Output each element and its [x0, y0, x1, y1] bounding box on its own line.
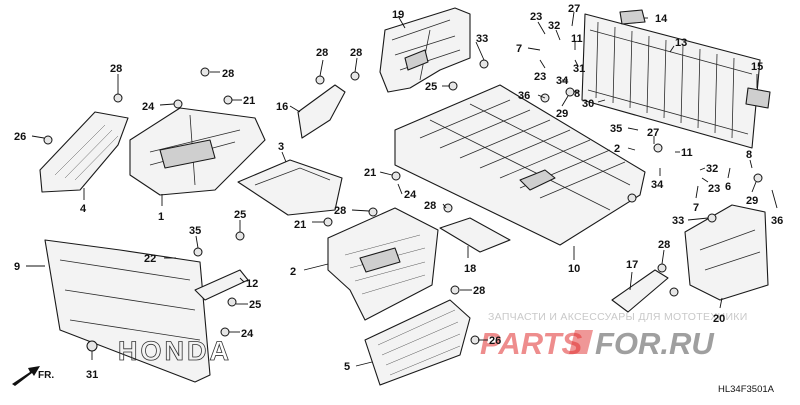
callout-33: 33: [672, 215, 684, 227]
front-arrow-icon: [12, 366, 40, 386]
part-14-latch: [619, 9, 646, 25]
callout-25: 25: [234, 209, 246, 221]
callout-35: 35: [189, 225, 201, 237]
callout-17: 17: [626, 259, 638, 271]
callout-11: 11: [681, 147, 693, 159]
callout-21: 21: [364, 167, 376, 179]
callout-24: 24: [142, 101, 155, 113]
callout-3: 3: [278, 141, 284, 153]
callout-25: 25: [249, 299, 261, 311]
callout-33: 33: [476, 33, 488, 45]
callout-21: 21: [243, 95, 255, 107]
part-13-tailgate: [581, 13, 761, 149]
callout-2: 2: [614, 143, 620, 155]
callout-23: 23: [530, 11, 542, 23]
callout-4: 4: [80, 203, 87, 215]
callout-31: 31: [86, 369, 98, 381]
callout-26: 26: [14, 131, 26, 143]
callout-28: 28: [658, 239, 670, 251]
front-marker-label: FR.: [38, 370, 54, 381]
part-9-cover: HONDA: [44, 239, 232, 383]
callout-19: 19: [392, 9, 404, 21]
honda-emblem: HONDA: [118, 336, 232, 366]
callout-6: 6: [725, 181, 731, 193]
callout-28: 28: [473, 285, 485, 297]
callout-30: 30: [582, 98, 594, 110]
callout-29: 29: [556, 108, 568, 120]
callout-26: 26: [489, 335, 501, 347]
watermark-line: ЗАПЧАСТИ И АКСЕССУАРЫ ДЛЯ МОТОТЕХНИКИ: [488, 311, 748, 323]
callout-1: 1: [158, 211, 164, 223]
callout-36: 36: [771, 215, 783, 227]
callout-9: 9: [14, 261, 20, 273]
diagram-code: HL34F3501A: [718, 384, 775, 395]
callout-28: 28: [222, 68, 234, 80]
callout-21: 21: [294, 219, 306, 231]
callout-2: 2: [290, 266, 296, 278]
callout-29: 29: [746, 195, 758, 207]
callout-22: 22: [144, 253, 156, 265]
callout-8: 8: [746, 149, 752, 161]
part-1-left-tub: [129, 107, 266, 196]
callout-7: 7: [516, 43, 522, 55]
callout-31: 31: [573, 63, 585, 75]
part-4-side-panel: [39, 111, 129, 193]
callout-28: 28: [350, 47, 362, 59]
callout-20: 20: [713, 313, 725, 325]
callout-12: 12: [246, 278, 258, 290]
watermark-logo-for: FOR.RU: [595, 326, 715, 361]
watermark-gear-icon: [569, 330, 593, 354]
part-20-side-cover: [684, 204, 769, 301]
callout-8: 8: [574, 88, 580, 100]
callout-23: 23: [708, 183, 720, 195]
callout-15: 15: [751, 61, 763, 73]
part-12-bracket: [194, 269, 249, 301]
callouts: 19 33 28 28 28 28 24 21 26 4 1 3 16 25 2…: [14, 3, 783, 381]
callout-5: 5: [344, 361, 350, 373]
part-19-panel: [379, 7, 471, 93]
callout-34: 34: [651, 179, 664, 191]
front-direction-marker: FR.: [12, 366, 54, 386]
callout-25: 25: [425, 81, 437, 93]
part-10-bed-floor: [394, 84, 646, 246]
callout-35: 35: [610, 123, 622, 135]
callout-36: 36: [518, 90, 530, 102]
watermark-logo-parts: PARTS: [480, 326, 583, 361]
callout-28: 28: [316, 47, 328, 59]
part-17-bracket: [611, 269, 669, 313]
callout-24: 24: [404, 189, 417, 201]
callout-11: 11: [571, 33, 583, 45]
callout-28: 28: [334, 205, 346, 217]
watermark: ЗАПЧАСТИ И АКСЕССУАРЫ ДЛЯ МОТОТЕХНИКИ PA…: [480, 311, 748, 361]
part-5-lower-tray: [364, 299, 471, 386]
callout-13: 13: [675, 37, 687, 49]
callout-14: 14: [655, 13, 668, 25]
callout-28: 28: [110, 63, 122, 75]
part-2-center-tub: [327, 207, 439, 321]
callout-10: 10: [568, 263, 580, 275]
callout-32: 32: [706, 163, 718, 175]
callout-27: 27: [568, 3, 580, 15]
callout-24: 24: [241, 328, 254, 340]
callout-16: 16: [276, 101, 288, 113]
part-15-hinge: [745, 87, 771, 109]
callout-28: 28: [424, 200, 436, 212]
callout-18: 18: [464, 263, 476, 275]
callout-34: 34: [556, 75, 569, 87]
callout-27: 27: [647, 127, 659, 139]
callout-23: 23: [534, 71, 546, 83]
part-16-bracket: [297, 84, 346, 139]
callout-32: 32: [548, 20, 560, 32]
part-18-bracket: [439, 217, 511, 253]
callout-7: 7: [693, 202, 699, 214]
part-3-tray: [237, 159, 343, 216]
